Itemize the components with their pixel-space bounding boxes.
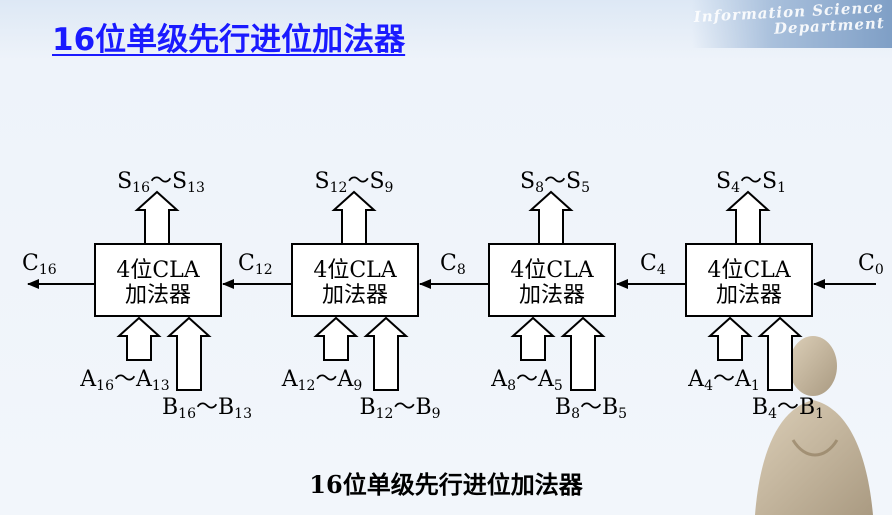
sum-output-arrow bbox=[528, 190, 574, 244]
carry-link-12: C12 bbox=[222, 251, 292, 289]
carry-out-label: C16 bbox=[22, 251, 57, 278]
cla-box bbox=[685, 243, 813, 317]
cla-box bbox=[291, 243, 419, 317]
sum-output-arrow bbox=[725, 190, 771, 244]
figure-caption: 16位单级先行进位加法器 bbox=[309, 470, 583, 499]
b-input-arrow bbox=[363, 316, 409, 391]
cla-box-line1: 4位CLA bbox=[313, 258, 397, 283]
cla-box-line2: 加法器 bbox=[519, 283, 585, 308]
carry-out-group: C16 bbox=[22, 251, 95, 289]
sum-output-arrow bbox=[134, 190, 180, 244]
b-label: B16～B13 bbox=[162, 395, 252, 422]
carry-in-label: C0 bbox=[858, 251, 884, 278]
carry-link-4: C4 bbox=[616, 251, 686, 289]
cla-box-line1: 4位CLA bbox=[116, 258, 200, 283]
a-label: A8～A5 bbox=[490, 367, 563, 394]
sum-label: S16～S13 bbox=[117, 169, 205, 196]
a-label: A16～A13 bbox=[79, 367, 169, 394]
cla-box-line1: 4位CLA bbox=[510, 258, 594, 283]
a-input-arrow bbox=[510, 316, 556, 361]
a-label: A4～A1 bbox=[687, 367, 760, 394]
a-input-arrow bbox=[116, 316, 162, 361]
cla-box-line2: 加法器 bbox=[125, 283, 191, 308]
corner-banner: Information Science Department bbox=[692, 0, 892, 48]
sum-label: S12～S9 bbox=[315, 169, 394, 196]
b-input-arrow bbox=[166, 316, 212, 391]
a-input-arrow bbox=[313, 316, 359, 361]
carry-out-main: C bbox=[22, 251, 39, 276]
a-input-arrow bbox=[707, 316, 753, 361]
carry-label-c12: C12 bbox=[238, 251, 273, 278]
cla-box bbox=[488, 243, 616, 317]
page-title: 16位单级先行进位加法器 bbox=[52, 22, 406, 58]
cla-stage-2: 4位CLA 加法器 S8～S5 A8～A5 B8～B5 bbox=[488, 169, 627, 422]
sum-label: S4～S1 bbox=[716, 169, 786, 196]
carry-label-c4: C4 bbox=[640, 251, 666, 278]
cla-stage-4: 4位CLA 加法器 S16～S13 A16～A13 B16～B13 bbox=[79, 169, 252, 422]
b-input-arrow bbox=[757, 316, 803, 391]
sum-output-arrow bbox=[331, 190, 377, 244]
carry-in-group: C0 bbox=[813, 251, 884, 289]
cla-stage-3: 4位CLA 加法器 S12～S9 A12～A9 B12～B9 bbox=[281, 169, 441, 422]
b-label: B8～B5 bbox=[555, 395, 627, 422]
b-label: B4～B1 bbox=[752, 395, 824, 422]
carry-out-sub: 16 bbox=[39, 262, 57, 278]
sum-label: S8～S5 bbox=[520, 169, 590, 196]
b-label: B12～B9 bbox=[359, 395, 440, 422]
a-label: A12～A9 bbox=[281, 367, 363, 394]
cla-box-line1: 4位CLA bbox=[707, 258, 791, 283]
cla-box bbox=[94, 243, 222, 317]
statue-decoration bbox=[755, 336, 873, 515]
cla-box-line2: 加法器 bbox=[322, 283, 388, 308]
b-input-arrow bbox=[560, 316, 606, 391]
cla-stage-1: 4位CLA 加法器 S4～S1 A4～A1 B4～B1 bbox=[685, 169, 824, 422]
carry-link-8: C8 bbox=[419, 251, 489, 289]
carry-label-c8: C8 bbox=[440, 251, 466, 278]
cla-box-line2: 加法器 bbox=[716, 283, 782, 308]
